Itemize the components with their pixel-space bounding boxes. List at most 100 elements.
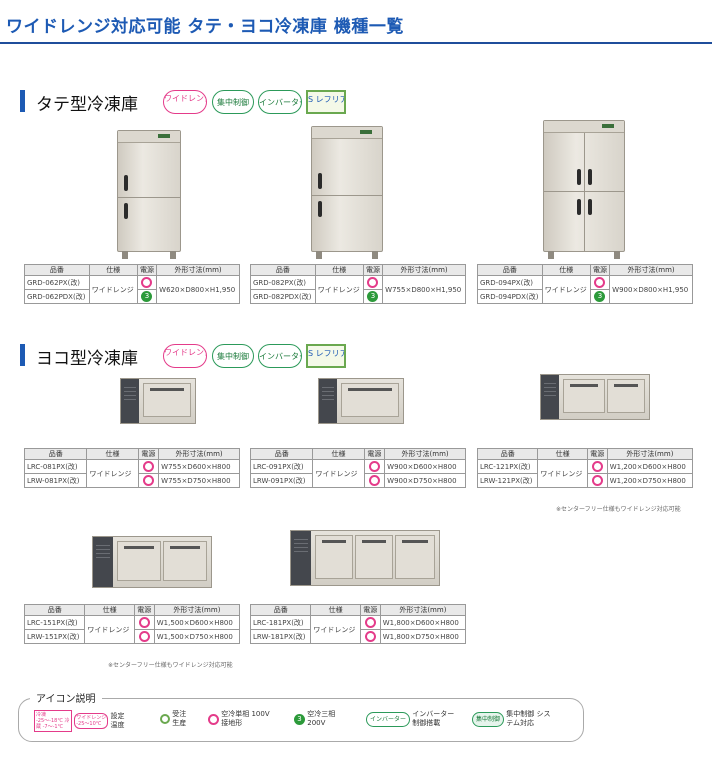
col-size: 外形寸法(mm) <box>606 448 694 460</box>
page-header: ワイドレンジ対応可能 タテ・ヨコ冷凍庫 機種一覧 <box>0 0 712 44</box>
undercounter-image-4 <box>92 536 212 588</box>
col-power: 電源 <box>363 448 386 460</box>
col-power: 電源 <box>133 604 155 616</box>
col-model: 品番 <box>249 604 312 616</box>
model-cell: LRW-081PX(改) <box>23 473 88 488</box>
single-phase-label: 空冷単相 100V接地形 <box>221 710 270 727</box>
size-cell: W1,200×D750×H800 <box>606 473 694 488</box>
section-accent-bar <box>20 90 25 112</box>
size-cell: W755×D800×H1,950 <box>382 275 466 304</box>
model-cell: GRD-082PDX(改) <box>250 289 316 304</box>
model-cell: LRC-091PX(改) <box>249 459 314 474</box>
order-made-icon <box>160 714 170 724</box>
size-cell: W1,800×D600×H800 <box>379 615 467 630</box>
size-cell: W755×D600×H800 <box>158 459 240 474</box>
single-phase-power-icon <box>208 713 219 725</box>
undercounter-image-2 <box>318 378 404 424</box>
col-model: 品番 <box>24 264 90 276</box>
col-model: 品番 <box>23 604 86 616</box>
inverter-badge: インバーター <box>258 344 302 368</box>
single-phase-power-icon <box>368 475 380 486</box>
undercounter-image-5 <box>290 530 440 586</box>
legend-central: 集中制御 集中制御 システム対応 <box>472 710 554 728</box>
energy-saving-badge: S レフリアゼロ <box>306 344 346 368</box>
legend-order: 受注 生産 <box>160 710 190 728</box>
col-spec: 仕様 <box>541 264 591 276</box>
single-phase-power-icon <box>591 475 603 486</box>
legend-inverter: インバーター インバーター 制御搭載 <box>366 710 458 728</box>
wide-range-badge: ワイドレンジ -25〜10℃ <box>163 90 207 114</box>
section-title-yoko: ヨコ型冷凍庫 <box>36 349 138 369</box>
inverter-chip: インバーター <box>366 711 411 727</box>
size-cell: W620×D800×H1,950 <box>156 275 240 304</box>
col-power: 電源 <box>362 264 384 276</box>
icon-legend-title: アイコン説明 <box>30 690 102 705</box>
size-cell: W1,500×D600×H800 <box>153 615 241 630</box>
model-cell: GRD-094PDX(改) <box>477 289 543 304</box>
col-model: 品番 <box>476 448 539 460</box>
legend-set-temp: 冷凍 -25〜-18℃ 冷蔵 -7〜-1℃ ワイドレンジ -25〜10℃ 設定 … <box>34 710 132 732</box>
section-title-tate: タテ型冷凍庫 <box>36 95 138 115</box>
col-model: 品番 <box>250 264 316 276</box>
col-size: 外形寸法(mm) <box>382 264 466 276</box>
spec-cell: ワイドレンジ <box>84 615 135 644</box>
inverter-badge: インバーター <box>258 90 302 114</box>
model-cell: LRW-151PX(改) <box>23 629 86 644</box>
three-phase-power-icon: 3 <box>141 291 153 302</box>
spec-cell: ワイドレンジ <box>312 459 365 488</box>
spec-cell: ワイドレンジ <box>537 459 588 488</box>
fridge-image-4door <box>543 120 625 259</box>
col-size: 外形寸法(mm) <box>379 604 467 616</box>
set-temp-chip-b: ワイドレンジ -25〜10℃ <box>74 713 109 729</box>
size-cell: W755×D750×H800 <box>158 473 240 488</box>
spec-cell: ワイドレンジ <box>86 459 139 488</box>
single-phase-power-icon <box>138 617 150 628</box>
col-power: 電源 <box>589 264 611 276</box>
size-cell: W1,500×D750×H800 <box>153 629 241 644</box>
center-free-note: ※センターフリー仕様もワイドレンジ対応可能 <box>556 506 681 513</box>
model-cell: LRC-121PX(改) <box>476 459 539 474</box>
model-cell: GRD-094PX(改) <box>477 275 543 290</box>
col-spec: 仕様 <box>86 448 139 460</box>
single-phase-power-icon <box>142 475 154 486</box>
col-model: 品番 <box>477 264 543 276</box>
central-control-badge: 集中制御 <box>212 90 254 114</box>
col-size: 外形寸法(mm) <box>153 604 241 616</box>
fridge-image-2door <box>117 130 181 259</box>
col-size: 外形寸法(mm) <box>158 448 240 460</box>
section-accent-bar <box>20 344 25 366</box>
model-cell: LRW-091PX(改) <box>249 473 314 488</box>
energy-saving-badge: S レフリアゼロ <box>306 90 346 114</box>
spec-table-yoko-5: 品番仕様電源外形寸法(mm) LRC-181PX(改) ワイドレンジ W1,80… <box>249 604 467 644</box>
size-cell: W900×D800×H1,950 <box>609 275 693 304</box>
undercounter-image-1 <box>120 378 196 424</box>
single-phase-power-icon <box>594 277 606 288</box>
spec-table-yoko-4: 品番仕様電源外形寸法(mm) LRC-151PX(改) ワイドレンジ W1,50… <box>23 604 241 644</box>
spec-cell: ワイドレンジ <box>310 615 361 644</box>
spec-table-yoko-1: 品番仕様電源外形寸法(mm) LRC-081PX(改) ワイドレンジ W755×… <box>23 448 240 488</box>
central-label: 集中制御 システム対応 <box>506 710 551 727</box>
spec-table-tate-3: 品番仕様電源外形寸法(mm) GRD-094PX(改) ワイドレンジ W900×… <box>477 264 693 304</box>
single-phase-power-icon <box>142 461 154 472</box>
center-free-note: ※センターフリー仕様もワイドレンジ対応可能 <box>108 662 233 669</box>
central-control-badge: 集中制御 <box>212 344 254 368</box>
col-size: 外形寸法(mm) <box>609 264 693 276</box>
set-temp-chip-a: 冷凍 -25〜-18℃ 冷蔵 -7〜-1℃ <box>34 710 72 732</box>
page-title: ワイドレンジ対応可能 タテ・ヨコ冷凍庫 機種一覧 <box>6 17 404 37</box>
size-cell: W900×D750×H800 <box>384 473 466 488</box>
wide-range-badge: ワイドレンジ -25〜10℃ <box>163 344 207 368</box>
three-phase-label: 空冷三相 200V <box>307 710 336 727</box>
col-spec: 仕様 <box>312 448 365 460</box>
central-chip: 集中制御 <box>472 711 505 727</box>
size-cell: W900×D600×H800 <box>384 459 466 474</box>
spec-table-yoko-3: 品番仕様電源外形寸法(mm) LRC-121PX(改) ワイドレンジ W1,20… <box>476 448 694 488</box>
single-phase-power-icon <box>138 631 150 642</box>
undercounter-image-3 <box>540 374 650 420</box>
three-phase-power-icon: 3 <box>294 713 305 725</box>
model-cell: GRD-062PX(改) <box>24 275 90 290</box>
single-phase-power-icon <box>141 277 153 288</box>
model-cell: GRD-082PX(改) <box>250 275 316 290</box>
section-yoko-header: ヨコ型冷凍庫 ワイドレンジ -25〜10℃ 集中制御 インバーター S レフリア… <box>20 340 346 370</box>
model-cell: LRW-121PX(改) <box>476 473 539 488</box>
col-size: 外形寸法(mm) <box>384 448 466 460</box>
